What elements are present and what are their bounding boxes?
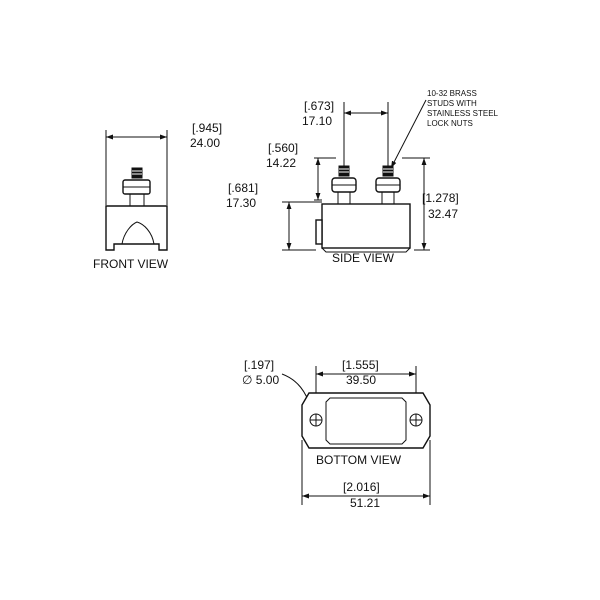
side-mounting-flange — [315, 219, 323, 245]
overall-length-inch: [2.016] — [343, 480, 380, 494]
side-stud-right — [375, 165, 401, 205]
hole-spacing-mm: 39.50 — [346, 373, 376, 387]
overall-height-mm: 32.47 — [428, 207, 458, 221]
mounting-hole-left — [309, 413, 323, 427]
front-view: [.945] 24.00 FRONT VIEW — [93, 121, 222, 271]
bottom-view: [1.555] 39.50 [.197] ∅ 5.00 BOTTOM VIEW … — [242, 358, 431, 510]
stud-note: 10-32 BRASS STUDS WITH STAINLESS STEEL L… — [427, 89, 499, 128]
front-width-mm: 24.00 — [190, 136, 220, 150]
side-view: [.673] 17.10 [.560] 14.22 [.681] 17.30 [… — [226, 89, 499, 265]
overall-length-mm: 51.21 — [350, 496, 380, 510]
mounting-hole-right — [409, 413, 423, 427]
hole-diameter-inch: [.197] — [244, 358, 274, 372]
stud-note-line-2: STUDS WITH — [427, 99, 477, 108]
front-stud — [122, 167, 151, 207]
stud-spacing-mm: 17.10 — [302, 114, 332, 128]
stud-spacing-inch: [.673] — [304, 99, 334, 113]
stud-height-inch: [.560] — [268, 141, 298, 155]
stud-height-mm: 14.22 — [266, 156, 296, 170]
body-height-inch: [.681] — [228, 181, 258, 195]
front-body — [105, 205, 168, 251]
front-view-label: FRONT VIEW — [93, 257, 169, 271]
bottom-base-plate — [301, 392, 431, 449]
stud-note-line-3: STAINLESS STEEL — [427, 109, 499, 118]
hole-spacing-inch: [1.555] — [342, 358, 379, 372]
side-base — [321, 247, 411, 253]
stud-note-leader — [390, 99, 427, 169]
front-mounting-notch — [121, 221, 155, 245]
body-height-mm: 17.30 — [226, 196, 256, 210]
hole-diameter-mm: ∅ 5.00 — [242, 373, 279, 387]
bottom-inner-outline — [325, 397, 407, 445]
stud-note-line-1: 10-32 BRASS — [427, 89, 477, 98]
overall-height-inch: [1.278] — [422, 191, 459, 205]
front-width-inch: [.945] — [192, 121, 222, 135]
side-body — [321, 203, 411, 249]
side-view-label: SIDE VIEW — [332, 251, 395, 265]
stud-note-line-4: LOCK NUTS — [427, 119, 473, 128]
bottom-view-label: BOTTOM VIEW — [316, 453, 402, 467]
side-stud-left — [331, 165, 357, 205]
